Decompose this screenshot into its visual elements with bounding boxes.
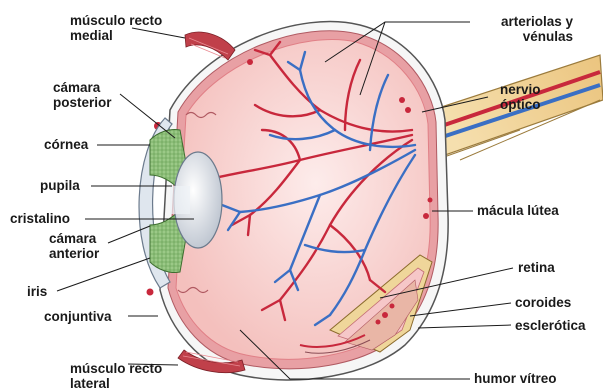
label-sclera: esclerótica [515, 318, 586, 333]
label-arterioles-venules: arteriolas y vénulas [473, 14, 573, 44]
label-conjunctiva: conjuntiva [44, 309, 112, 324]
label-anterior-chamber: cámara anterior [49, 231, 99, 261]
label-pupil: pupila [40, 178, 80, 193]
label-optic-nerve: nervio óptico [500, 82, 541, 112]
pupil [170, 186, 190, 214]
label-iris: iris [27, 284, 47, 299]
label-choroid: coroides [515, 295, 571, 310]
label-posterior-chamber: cámara posterior [53, 80, 112, 110]
label-lens: cristalino [10, 211, 70, 226]
label-lateral-rectus: músculo recto lateral [70, 361, 162, 391]
label-macula-lutea: mácula lútea [477, 203, 559, 218]
label-cornea: córnea [44, 137, 88, 152]
label-medial-rectus: músculo recto medial [70, 13, 162, 43]
medial-rectus-muscle [185, 32, 235, 60]
label-retina: retina [518, 260, 555, 275]
label-vitreous-humor: humor vítreo [474, 371, 557, 386]
